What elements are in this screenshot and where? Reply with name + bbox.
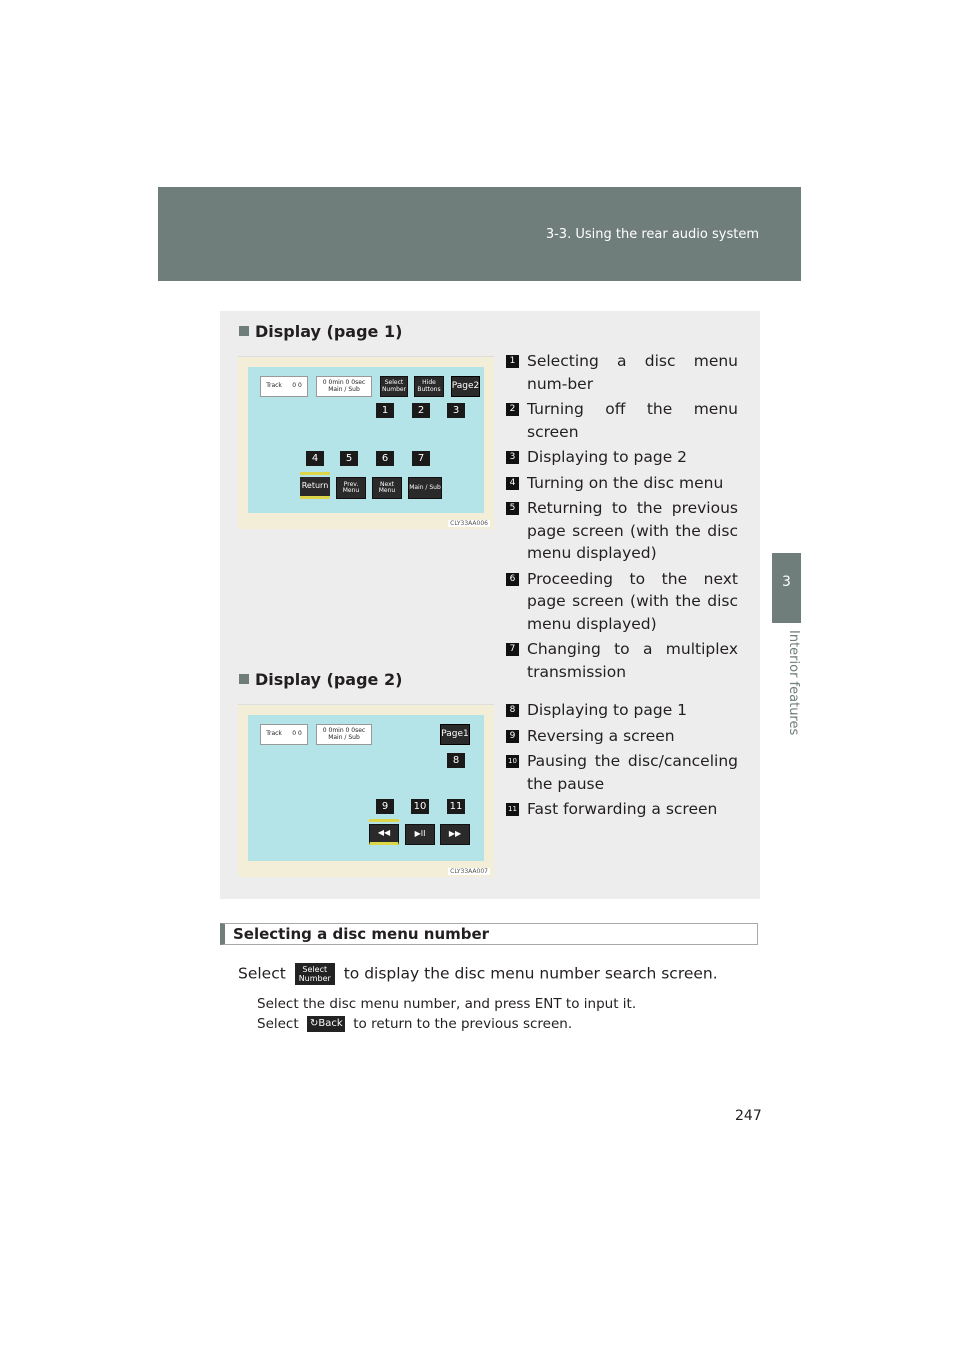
list-item: 11 Fast forwarding a screen <box>506 798 738 821</box>
list-item: 1 Selecting a disc menu num-ber <box>506 350 738 395</box>
chapter-side-label: Interior features <box>786 630 801 736</box>
inline-select-number-button: Select Number <box>294 963 335 985</box>
display-page2-title-text: Display (page 2) <box>255 670 403 689</box>
list-item-text: Reversing a screen <box>527 726 675 745</box>
figure-code: CLY33AA007 <box>448 868 490 875</box>
display-page2-title: Display (page 2) <box>239 670 402 689</box>
list-item-text: Turning on the disc menu <box>527 473 724 492</box>
chapter-number-tab: 3 <box>772 553 801 623</box>
list-item-text: Turning off the menu screen <box>527 400 738 441</box>
list-item: 8 Displaying to page 1 <box>506 699 738 722</box>
body-text-after: to display the disc menu number search s… <box>343 964 718 983</box>
list-item-text: Displaying to page 1 <box>527 701 688 719</box>
section-heading: Selecting a disc menu number <box>220 923 758 945</box>
square-bullet-icon <box>239 326 249 336</box>
rewind-button[interactable]: ◀◀ <box>369 824 399 845</box>
note-line-1: Select the disc menu number, and press E… <box>257 996 637 1012</box>
list-item-text: Changing to a multiplex transmission <box>527 640 738 681</box>
selection-highlight-top <box>369 819 399 822</box>
number-marker: 8 <box>506 704 519 717</box>
display-page1-title-text: Display (page 1) <box>255 322 403 341</box>
time-value: 0 0min 0 0sec <box>322 379 366 387</box>
callout-10: 10 <box>411 799 429 814</box>
list-item: 4 Turning on the disc menu <box>506 472 738 495</box>
main-sub-button[interactable]: Main / Sub <box>408 477 442 499</box>
body-text-before: Select <box>238 964 286 983</box>
track-display: Track 0 0 <box>260 376 308 397</box>
mode-value: Main / Sub <box>328 733 360 741</box>
list-item-text: Fast forwarding a screen <box>527 800 718 818</box>
prev-menu-button[interactable]: Prev. Menu <box>336 477 366 499</box>
list-item: 6 Proceeding to the next page screen (wit… <box>506 568 738 636</box>
figure-code: CLY33AA006 <box>448 520 490 527</box>
list-item-text: Pausing the disc/canceling the pause <box>527 752 738 793</box>
callout-1: 1 <box>376 403 394 418</box>
note-text-before: Select <box>257 1016 299 1032</box>
track-label: Track <box>266 382 282 390</box>
list-item-text: Selecting a disc menu num-ber <box>527 352 738 393</box>
page2-button[interactable]: Page2 <box>451 376 480 397</box>
page-number: 247 <box>735 1108 762 1124</box>
callout-6: 6 <box>376 451 394 466</box>
list-item: 7 Changing to a multiplex transmission <box>506 638 738 683</box>
list-item: 2 Turning off the menu screen <box>506 398 738 443</box>
number-marker: 4 <box>506 476 519 490</box>
track-value: 0 0 <box>292 382 302 390</box>
callout-9: 9 <box>376 799 394 814</box>
page1-button[interactable]: Page1 <box>440 724 470 745</box>
track-value: 0 0 <box>292 730 302 738</box>
inline-back-button: ↻Back <box>306 1016 345 1032</box>
display-page1-title: Display (page 1) <box>239 322 402 341</box>
select-number-button[interactable]: Select Number <box>380 376 408 397</box>
section-heading-text: Selecting a disc menu number <box>233 925 490 943</box>
display-page2-list: 8 Displaying to page 1 9 Reversing a scree… <box>506 699 738 824</box>
number-marker: 9 <box>506 729 519 743</box>
callout-7: 7 <box>412 451 430 466</box>
play-pause-button[interactable]: ▶II <box>405 824 435 845</box>
number-marker: 11 <box>506 803 519 816</box>
list-item-text: Proceeding to the next page screen (with… <box>527 569 738 633</box>
chapter-title: 3-3. Using the rear audio system <box>545 227 759 242</box>
number-marker: 6 <box>506 572 519 586</box>
mode-value: Main / Sub <box>328 385 360 393</box>
callout-5: 5 <box>340 451 358 466</box>
callout-4: 4 <box>306 451 324 466</box>
chapter-header: 3-3. Using the rear audio system <box>158 187 801 281</box>
callout-11: 11 <box>447 799 465 814</box>
callout-2: 2 <box>412 403 430 418</box>
return-button[interactable]: Return <box>300 477 330 499</box>
number-marker: 10 <box>506 755 519 768</box>
list-item: 3 Displaying to page 2 <box>506 446 738 469</box>
list-item-text: Returning to the previous page screen (w… <box>527 499 738 562</box>
number-marker: 3 <box>506 451 519 464</box>
note-text-after: to return to the previous screen. <box>353 1016 573 1032</box>
list-item: 10 Pausing the disc/canceling the pause <box>506 750 738 795</box>
note-line-2: Select ↻Back to return to the previous s… <box>257 1016 572 1032</box>
number-marker: 5 <box>506 502 519 515</box>
callout-8: 8 <box>447 753 465 768</box>
fast-forward-button[interactable]: ▶▶ <box>440 824 470 845</box>
hide-buttons-button[interactable]: Hide Buttons <box>414 376 444 397</box>
selection-highlight-top <box>300 472 330 475</box>
number-marker: 1 <box>506 355 519 368</box>
callout-3: 3 <box>447 403 465 418</box>
list-item: 5 Returning to the previous page screen (… <box>506 497 738 565</box>
number-marker: 2 <box>506 403 519 416</box>
time-value: 0 0min 0 0sec <box>322 727 366 735</box>
track-display: Track 0 0 <box>260 724 308 745</box>
list-item-text: Displaying to page 2 <box>527 448 688 466</box>
number-marker: 7 <box>506 643 519 656</box>
track-label: Track <box>266 730 282 738</box>
section-body: Select Select Number to display the disc… <box>238 963 718 985</box>
next-menu-button[interactable]: Next Menu <box>372 477 402 499</box>
square-bullet-icon <box>239 674 249 684</box>
list-item: 9 Reversing a screen <box>506 725 738 748</box>
